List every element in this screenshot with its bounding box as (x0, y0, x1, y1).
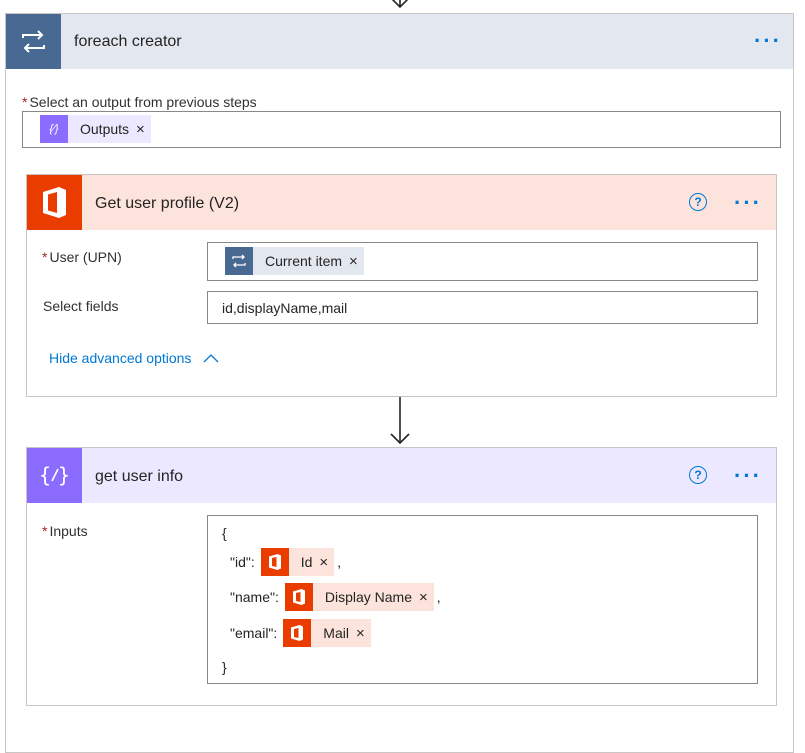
display-name-token-remove-icon[interactable]: × (419, 588, 428, 606)
required-marker: * (22, 94, 28, 110)
connector-arrow-down-icon (390, 397, 410, 445)
office-icon (283, 619, 312, 647)
office-icon (27, 175, 82, 230)
get-user-info-title: get user info (95, 468, 184, 485)
office-icon (284, 583, 313, 611)
required-marker: * (42, 249, 48, 265)
json-comma: , (337, 554, 342, 570)
get-user-info-card: { } get user info ? ··· *Inputs { "id": … (26, 447, 777, 706)
json-key-email: "email": (230, 625, 278, 641)
select-fields-label: Select fields (43, 298, 119, 314)
outputs-token[interactable]: {⁄} Outputs × (40, 115, 151, 143)
foreach-header[interactable]: foreach creator ··· (6, 14, 793, 69)
close-brace: } (222, 659, 227, 675)
get-user-profile-title: Get user profile (V2) (95, 195, 240, 212)
loop-icon (225, 247, 253, 275)
select-output-field[interactable]: {⁄} Outputs × (22, 111, 781, 148)
help-icon[interactable]: ? (689, 466, 707, 484)
hide-advanced-options-label: Hide advanced options (49, 350, 192, 366)
get-user-profile-header[interactable]: Get user profile (V2) ? ··· (27, 175, 776, 230)
required-marker: * (42, 523, 48, 539)
loop-icon (6, 14, 61, 69)
json-key-id: "id": (230, 554, 255, 570)
display-name-token[interactable]: Display Name × (284, 583, 434, 611)
get-user-info-header[interactable]: { } get user info ? ··· (27, 448, 776, 503)
user-upn-label-text: User (UPN) (49, 249, 122, 265)
compose-icon: {⁄} (40, 115, 68, 143)
id-token[interactable]: Id × (260, 548, 335, 576)
current-item-token-remove-icon[interactable]: × (349, 252, 358, 270)
select-output-label-text: Select an output from previous steps (29, 94, 257, 110)
json-comma: , (436, 589, 441, 605)
current-item-token-label: Current item (265, 253, 343, 269)
hide-advanced-options-link[interactable]: Hide advanced options (49, 350, 219, 366)
foreach-action-card: foreach creator ··· *Select an output fr… (5, 13, 794, 753)
outputs-token-remove-icon[interactable]: × (136, 120, 145, 138)
json-key-name: "name": (230, 589, 279, 605)
compose-more-options-icon[interactable]: ··· (734, 463, 762, 488)
mail-token[interactable]: Mail × (283, 619, 371, 647)
select-output-label: *Select an output from previous steps (22, 94, 257, 110)
json-line-id: "id": Id × , (230, 548, 341, 576)
mail-token-remove-icon[interactable]: × (355, 624, 365, 642)
connector-arrow-down-icon (391, 0, 409, 9)
outputs-token-label: Outputs (80, 121, 130, 137)
display-name-token-label: Display Name (324, 589, 412, 605)
profile-more-options-icon[interactable]: ··· (734, 190, 762, 215)
foreach-more-options-icon[interactable]: ··· (754, 28, 782, 53)
id-token-remove-icon[interactable]: × (319, 553, 329, 571)
compose-icon: { } (27, 448, 82, 503)
json-line-email: "email": Mail × (230, 619, 371, 647)
inputs-label-text: Inputs (49, 523, 88, 539)
inputs-label: *Inputs (42, 523, 88, 539)
get-user-profile-card: Get user profile (V2) ? ··· *User (UPN) … (26, 174, 777, 397)
user-upn-label: *User (UPN) (42, 249, 122, 265)
current-item-token[interactable]: Current item × (225, 247, 364, 275)
user-upn-field[interactable]: Current item × (207, 242, 758, 281)
help-icon[interactable]: ? (689, 193, 707, 211)
inputs-field[interactable]: { "id": Id × , "name": Dis (207, 515, 758, 684)
office-icon (260, 548, 289, 576)
chevron-up-icon (203, 354, 219, 363)
json-line-name: "name": Display Name × , (230, 583, 441, 611)
select-fields-input[interactable]: id,displayName,mail (207, 291, 758, 324)
select-fields-value: id,displayName,mail (222, 300, 348, 316)
mail-token-label: Mail (323, 625, 349, 641)
id-token-label: Id (300, 554, 313, 570)
foreach-title: foreach creator (74, 33, 182, 50)
open-brace: { (222, 525, 227, 541)
